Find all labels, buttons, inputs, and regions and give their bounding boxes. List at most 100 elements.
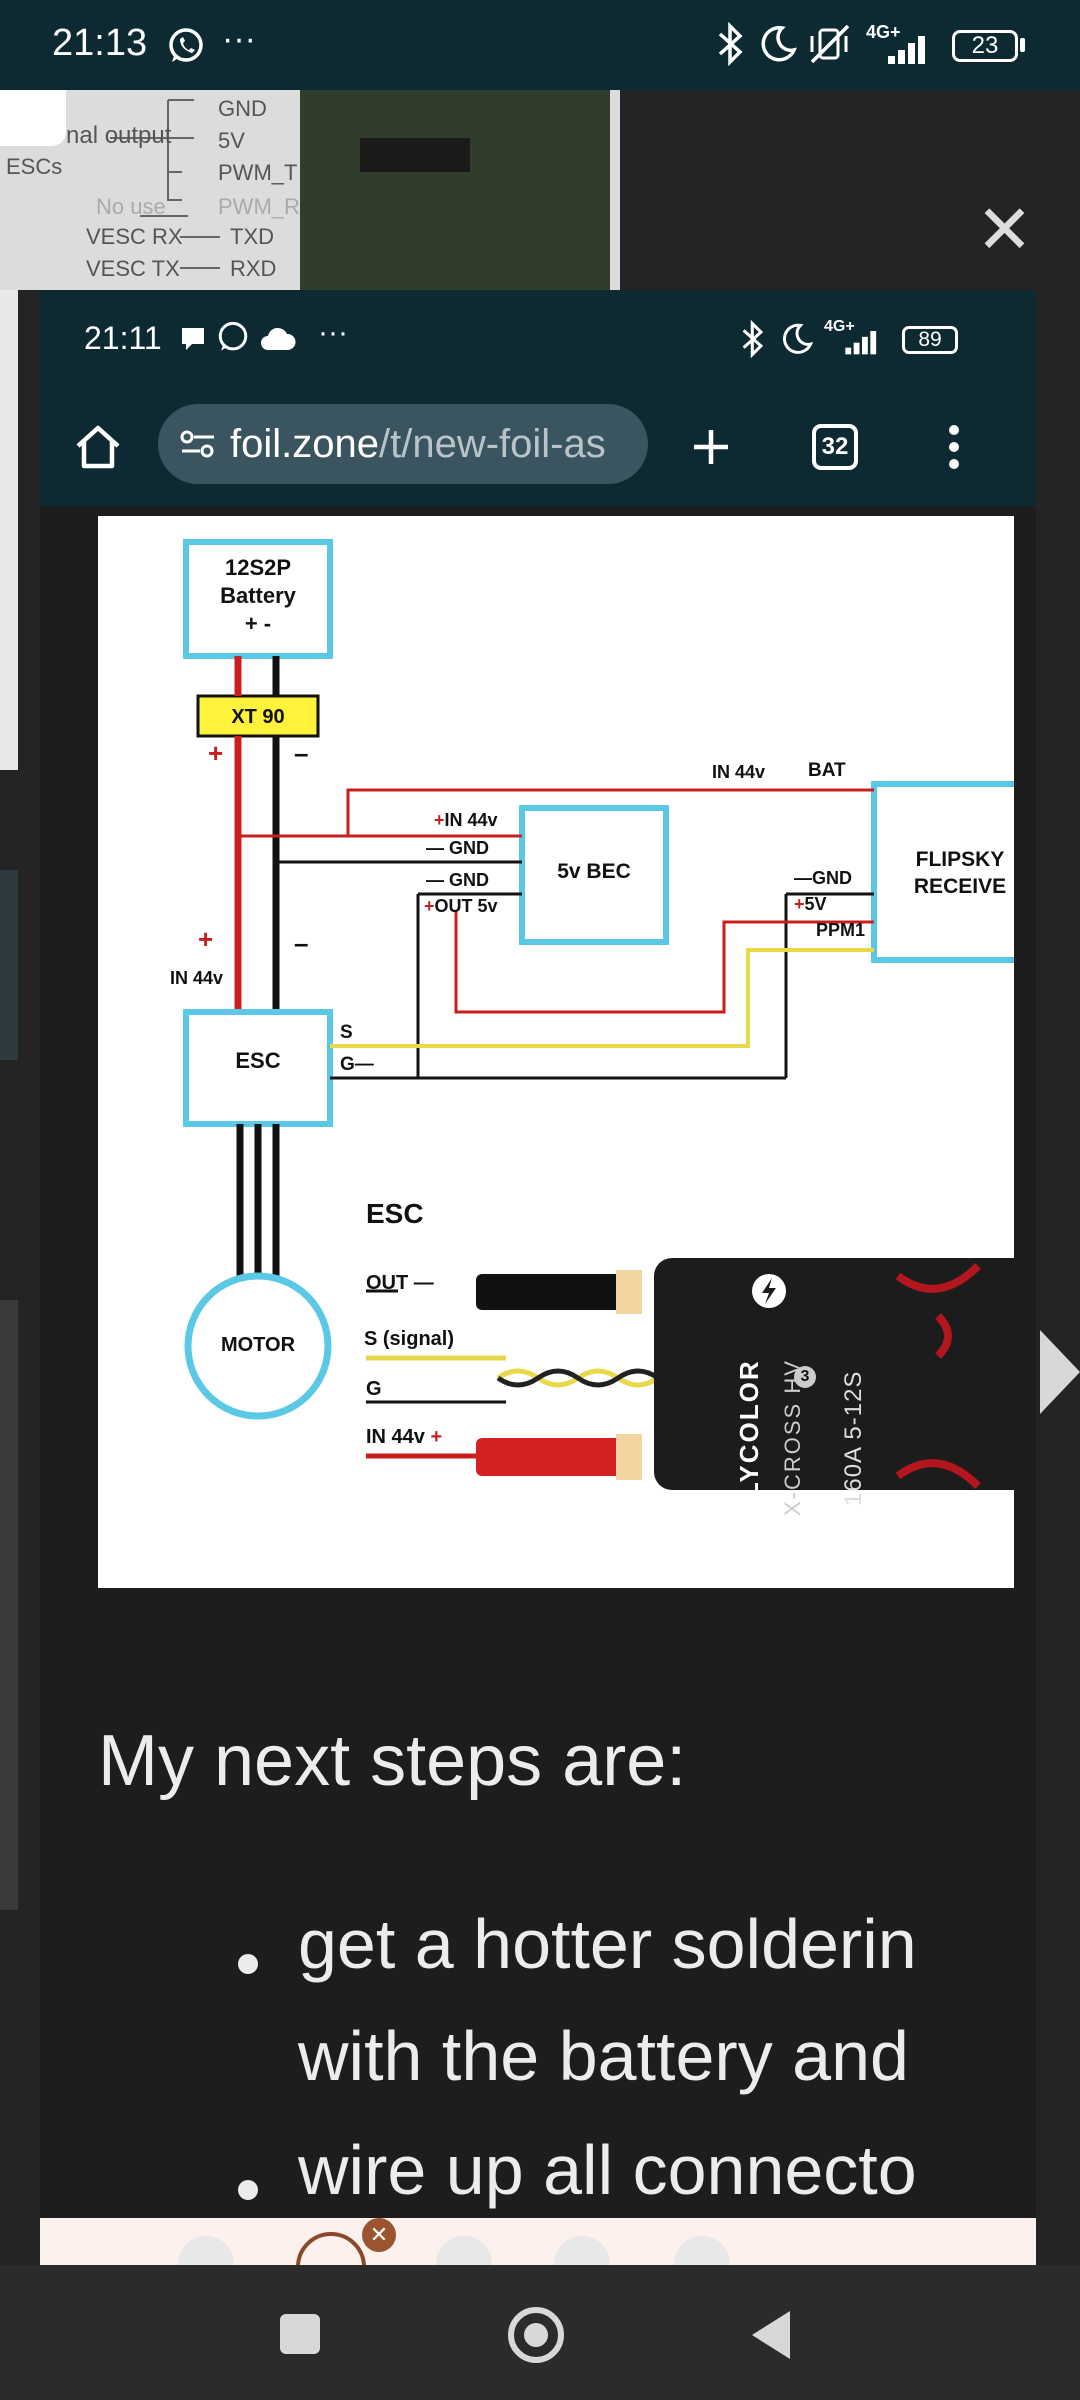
- bluetooth-icon: [718, 22, 743, 66]
- background-document-preview: GND 5V PWM_T PWM_R TXD RXD nal output ES…: [0, 90, 620, 290]
- motor-phase-wires: [236, 1124, 280, 1276]
- bottom-toolbar-strip: ✕: [40, 2218, 1036, 2265]
- esc-in-44v-label: IN 44v: [366, 1426, 425, 1448]
- bg-label-signal-output: nal output: [66, 122, 172, 149]
- battery-tip: [1020, 38, 1025, 52]
- inner-more-notifications-icon: ···: [318, 316, 348, 349]
- bullet-dot-2: [238, 2180, 258, 2200]
- bg-label-vesc-rx: VESC RX: [86, 224, 183, 249]
- new-tab-plus-icon[interactable]: [690, 426, 732, 468]
- bullet-1-line-1: get a hotter solderin: [298, 1905, 917, 1983]
- toolbar-circle-5[interactable]: [674, 2236, 730, 2265]
- bec-label: 5v BEC: [557, 860, 631, 883]
- screenshot-preview-card[interactable]: 21:11 ··· 4G+ 89: [40, 290, 1036, 2265]
- power-feed-wires: [238, 788, 874, 838]
- background-card-corner: [0, 90, 66, 146]
- toolbar-circle-2[interactable]: [296, 2232, 366, 2265]
- cloud-icon: [261, 327, 296, 350]
- outer-status-bar: 21:13 ··· 4G+ 23: [0, 0, 1080, 90]
- battery-terminals: + -: [244, 611, 272, 636]
- signal-ppm-wire: [330, 948, 874, 1048]
- esc-brand-label: FLYCOLOR: [734, 1359, 764, 1516]
- motor-circle: [184, 1272, 332, 1420]
- bg-label-5v: 5V: [218, 128, 245, 153]
- xt90-plus-sign: +: [208, 738, 224, 768]
- background-left-edge-dark: [0, 870, 18, 1060]
- bg-label-txd: TXD: [230, 224, 274, 249]
- remove-badge-icon[interactable]: ✕: [362, 2218, 396, 2252]
- inner-moon-icon: [783, 323, 814, 354]
- bullet-dot-1: [238, 1954, 258, 1974]
- xt90-connector-box: [196, 694, 320, 738]
- recent-apps-button[interactable]: [280, 2314, 320, 2354]
- flycolor-logo-icon: [752, 1274, 786, 1308]
- esc-rating-label: 160A 5-12S: [840, 1370, 867, 1506]
- back-button[interactable]: [752, 2311, 790, 2359]
- inner-status-time: 21:11: [84, 320, 162, 356]
- bg-label-no-use: No use: [96, 194, 166, 219]
- esc-out-minus-label: OUT —: [366, 1272, 434, 1294]
- receiver-bat-label: BAT: [808, 760, 846, 781]
- close-icon[interactable]: ✕: [976, 192, 1033, 268]
- bg-label-escs: ESCs: [6, 154, 63, 179]
- battery-box: [183, 539, 333, 659]
- wiring-diagram-image: 12S2P Battery + - XT 90 + – + – IN 44v E…: [98, 516, 1014, 1588]
- battery-label-1: 12S2P: [224, 555, 292, 580]
- more-notifications-icon: ···: [222, 20, 256, 58]
- bec-output-label: OUT 5v: [434, 896, 498, 916]
- xt90-label: XT 90: [231, 706, 285, 728]
- network-type-label: 4G+: [866, 22, 901, 42]
- bec-box: [519, 805, 669, 945]
- next-arrow-icon[interactable]: [1040, 1330, 1080, 1414]
- home-icon[interactable]: [74, 424, 122, 470]
- wiring-diagram-graphics: [183, 539, 1014, 1490]
- toolbar-circle-3[interactable]: [436, 2236, 492, 2265]
- xt90-minus-sign: –: [294, 738, 309, 768]
- bullet-2-line-1: wire up all connecto: [298, 2131, 917, 2209]
- site-settings-icon[interactable]: [180, 429, 216, 459]
- article-heading: My next steps are:: [98, 1721, 687, 1801]
- background-left-edge-light: [0, 290, 18, 770]
- inner-battery-level: 89: [902, 326, 958, 354]
- bg-label-gnd: GND: [218, 96, 267, 121]
- url-host: foil.zone: [230, 421, 379, 466]
- receiver-gnd-label: —GND: [794, 868, 852, 888]
- bullet-1-line-2: with the battery and: [298, 2017, 909, 2095]
- battery-label-2: Battery: [220, 583, 296, 608]
- bec-5v-output-wire: [454, 910, 874, 1014]
- chat-bubble-icon: [182, 328, 204, 350]
- toolbar-circle-4[interactable]: [554, 2236, 610, 2265]
- receiver-box: [871, 781, 1014, 963]
- whatsapp-icon: [169, 28, 203, 62]
- inner-signal-icon: [845, 331, 877, 355]
- tab-switcher-button[interactable]: 32: [812, 424, 858, 470]
- esc-minus-sign: –: [294, 928, 309, 958]
- esc-ground-pin-label: G—: [340, 1054, 374, 1075]
- esc-signal-pin-label: S: [340, 1022, 353, 1043]
- url-bar[interactable]: foil.zone/t/new-foil-as: [158, 404, 648, 484]
- overflow-menu-icon[interactable]: [946, 422, 962, 472]
- toolbar-circle-1[interactable]: [178, 2236, 234, 2265]
- do-not-disturb-moon-icon: [761, 26, 797, 62]
- esc-signal-label: S (signal): [364, 1328, 455, 1350]
- motor-label: MOTOR: [220, 1334, 296, 1356]
- home-button[interactable]: [508, 2307, 564, 2363]
- background-circuit-board: [300, 90, 610, 290]
- bg-label-rxd: RXD: [230, 256, 277, 281]
- esc-black-wire: [476, 1274, 636, 1310]
- esc-version-badge: 3: [794, 1366, 816, 1388]
- inner-network-type: 4G+: [824, 318, 855, 335]
- url-path: /t/new-foil-as: [378, 421, 606, 466]
- receiver-ppm-label: PPM1: [816, 920, 866, 940]
- esc-red-wire: [476, 1438, 636, 1476]
- esc-plus-sign: +: [198, 924, 214, 954]
- bec-input-label: IN 44v: [444, 810, 498, 830]
- background-left-edge-grey: [0, 1300, 18, 1910]
- inner-status-bar: 21:11 ··· 4G+ 89: [40, 290, 1036, 388]
- bg-label-vesc-tx: VESC TX: [86, 256, 180, 281]
- esc-label: ESC: [235, 1048, 281, 1073]
- inner-bluetooth-icon: [742, 320, 764, 358]
- background-chip: [360, 138, 470, 172]
- whatsapp-icon-inner: [218, 321, 248, 351]
- esc-input-voltage-label: IN 44v: [170, 968, 224, 988]
